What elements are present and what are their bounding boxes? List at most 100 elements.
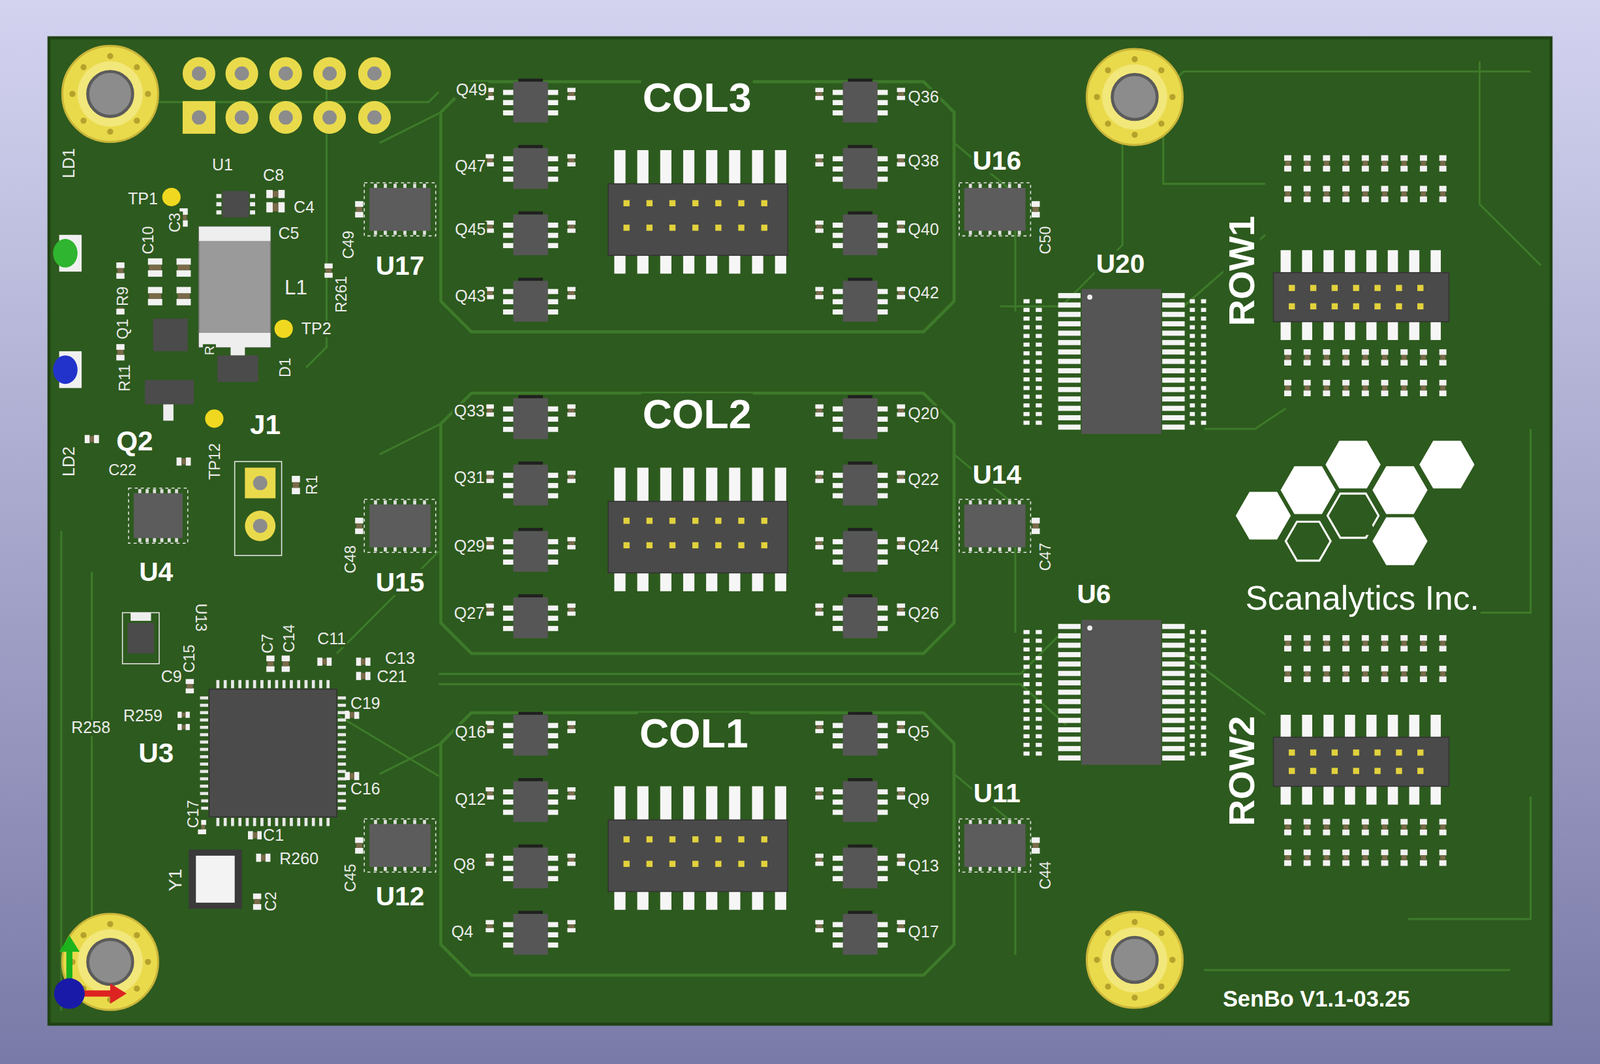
connector-body [608, 819, 788, 892]
smd-body [148, 264, 162, 271]
smd-pad [1189, 664, 1195, 669]
smd-pad [1201, 316, 1207, 321]
smd-body [1343, 385, 1349, 391]
smd-pad [1303, 665, 1311, 672]
smd-pad [1201, 699, 1207, 704]
ic-pin [1058, 726, 1081, 733]
mcu-pin [200, 725, 209, 729]
via [1093, 956, 1100, 963]
ic-pin [1008, 819, 1012, 824]
ic-pin [1162, 670, 1185, 677]
smd-pad [1031, 517, 1041, 524]
mounting-hole-ring [77, 61, 143, 127]
copper-trace [438, 632, 1062, 675]
mosfet-pad [877, 298, 889, 305]
ic-pin [998, 819, 1002, 824]
ic-pin [1162, 717, 1185, 724]
ic-outline [959, 182, 1031, 236]
mosfet-body [843, 214, 878, 256]
smd-pad [1419, 676, 1428, 682]
mcu-pin [338, 747, 347, 752]
mosfet-pad [832, 788, 844, 795]
smd-body [1343, 354, 1349, 361]
ic-pin [998, 230, 1002, 235]
smd-pad [567, 403, 576, 409]
connector-pin [1387, 714, 1399, 737]
mosfet-pad [877, 942, 889, 948]
connector-contact [761, 517, 768, 524]
smd-body [360, 672, 366, 679]
via [1158, 983, 1165, 990]
ic-designator: U16 [971, 146, 1024, 174]
connector-contact [715, 224, 722, 231]
mosfet-edge [847, 461, 873, 465]
smd-pad [1342, 165, 1350, 172]
part-label: Q17 [907, 923, 941, 941]
smd-body [1382, 854, 1388, 861]
smd-pad [897, 853, 906, 859]
smd-pad [324, 272, 333, 278]
ic-pin [422, 819, 427, 824]
part-label: C19 [349, 694, 382, 712]
smd-body [568, 724, 575, 729]
mosfet-pad [832, 855, 844, 861]
smd-pad [1322, 645, 1330, 652]
smd-pad [1361, 379, 1370, 386]
smd-pad [1303, 155, 1311, 162]
mcu-pin [282, 817, 286, 827]
part-label: Q36 [907, 88, 941, 106]
ic-pin [1058, 698, 1081, 705]
ic-pin [160, 537, 164, 542]
smd-pad [1189, 403, 1195, 408]
smd-pad [1035, 716, 1042, 721]
mosfet-pad [877, 90, 889, 96]
smd-body [486, 540, 493, 545]
ic-pin [1162, 642, 1185, 648]
smd-body [1421, 640, 1427, 647]
smd-body [267, 661, 274, 667]
mosfet-pad [503, 538, 514, 545]
ic-pin [152, 537, 156, 542]
mosfet-body [513, 913, 549, 955]
smd-pad [897, 927, 906, 933]
smd-pad [1201, 707, 1207, 712]
part-label: C45 [343, 862, 359, 894]
smd-body [1440, 640, 1446, 647]
logo-hexagon [1235, 491, 1291, 539]
smd-body [1304, 824, 1310, 830]
connector-pin [1387, 321, 1399, 340]
pin1-dot [1087, 294, 1093, 300]
connector-contact [738, 224, 744, 231]
mosfet-pad [548, 298, 559, 305]
ic-designator: U3 [137, 739, 175, 767]
mosfet-body [513, 846, 549, 889]
smd-pad [1189, 368, 1195, 373]
smd-pad [1023, 742, 1030, 747]
mosfet-pad [548, 416, 559, 422]
ic-pin [1058, 330, 1081, 337]
smd-pad [1342, 155, 1350, 162]
header-pad [358, 101, 391, 134]
ic-pin [167, 488, 171, 493]
mosfet-pad [548, 788, 559, 795]
smd-body [816, 540, 823, 545]
part-label: C1 [261, 826, 286, 844]
connector-pin [637, 572, 649, 592]
smd-pad [1201, 403, 1207, 408]
ic-pin [1058, 377, 1081, 383]
mosfet-pad [503, 493, 514, 499]
smd-pad [485, 537, 494, 542]
smd-pad [1035, 751, 1042, 755]
axis-arrowhead [110, 982, 127, 1003]
smd-pad [1342, 390, 1350, 397]
smd-body [1440, 671, 1446, 677]
ic-pin [1162, 424, 1185, 430]
smd-body [816, 92, 823, 96]
ic-pin [403, 819, 407, 824]
smd-pad [1322, 665, 1330, 672]
mosfet-body [513, 464, 549, 506]
test-point [274, 319, 293, 339]
smd-pad [1303, 359, 1311, 366]
smd-pad [1342, 185, 1350, 192]
connector-contact [623, 517, 630, 524]
